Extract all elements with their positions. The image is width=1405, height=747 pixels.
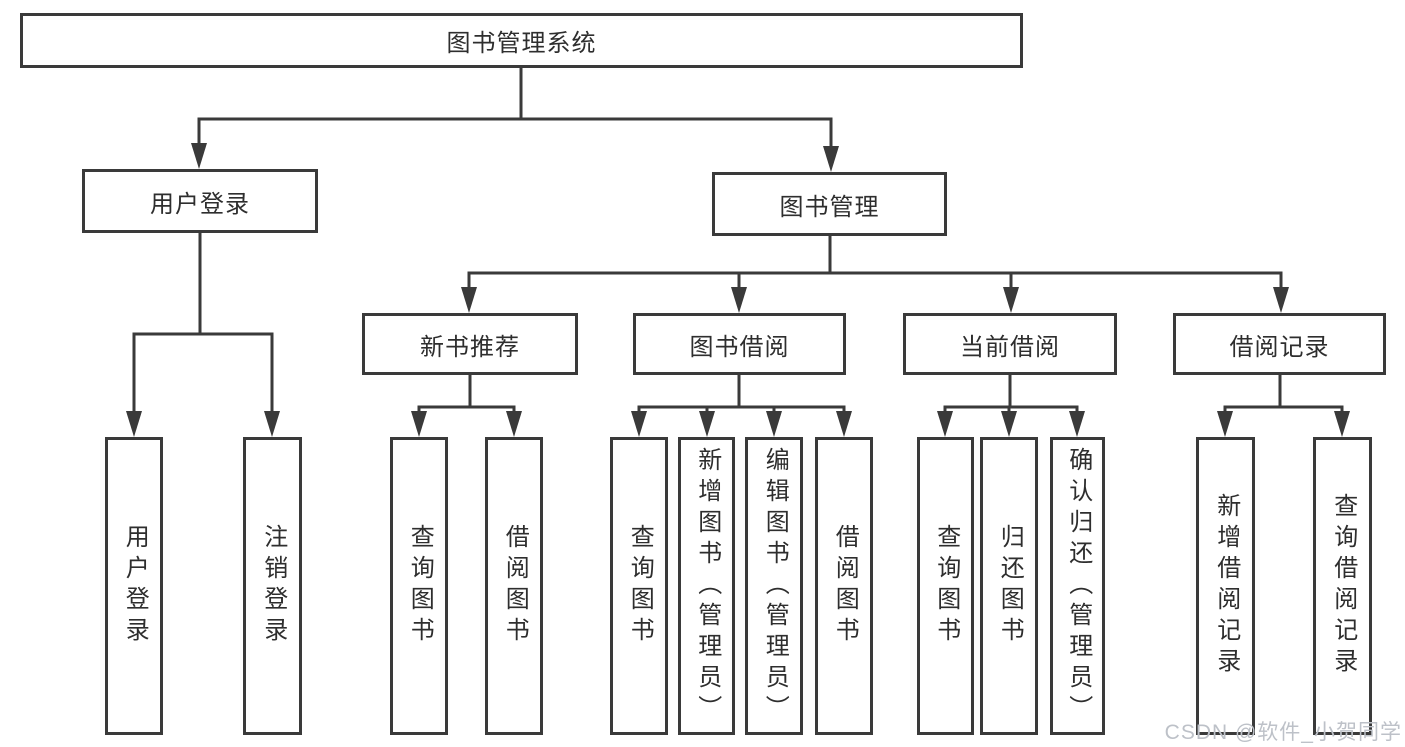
leaf-query-books-borrow: 查询图书 <box>610 437 668 735</box>
leaf-query-books-borrow-label: 查询图书 <box>626 524 654 648</box>
leaf-confirm-return-admin-label: 确认归还（管理员） <box>1064 446 1092 726</box>
leaf-add-book-admin: 新增图书（管理员） <box>678 437 735 735</box>
leaf-query-books-recommend-label: 查询图书 <box>406 524 434 648</box>
leaf-edit-book-admin-label: 编辑图书（管理员） <box>761 446 789 726</box>
node-borrow-records: 借阅记录 <box>1173 313 1386 375</box>
leaf-logout-label: 注销登录 <box>259 524 287 648</box>
node-book-management-label: 图书管理 <box>779 193 880 221</box>
node-new-book-recommend-label: 新书推荐 <box>420 333 520 361</box>
leaf-query-borrow-record: 查询借阅记录 <box>1313 437 1372 735</box>
node-root-label: 图书管理系统 <box>446 30 597 57</box>
leaf-return-books-label: 归还图书 <box>996 524 1024 648</box>
leaf-borrow-books-borrow: 借阅图书 <box>815 437 873 735</box>
node-book-management: 图书管理 <box>712 172 947 236</box>
node-book-borrow: 图书借阅 <box>633 313 846 375</box>
node-user-login: 用户登录 <box>82 169 318 233</box>
leaf-query-books-current-label: 查询图书 <box>932 524 960 648</box>
leaf-borrow-books-recommend: 借阅图书 <box>485 437 543 735</box>
node-current-borrow: 当前借阅 <box>903 313 1117 375</box>
leaf-add-borrow-record-label: 新增借阅记录 <box>1212 493 1240 679</box>
leaf-add-book-admin-label: 新增图书（管理员） <box>693 446 721 726</box>
node-current-borrow-label: 当前借阅 <box>960 333 1060 361</box>
leaf-return-books: 归还图书 <box>980 437 1038 735</box>
leaf-query-books-current: 查询图书 <box>917 437 974 735</box>
node-root: 图书管理系统 <box>20 13 1023 68</box>
node-borrow-records-label: 借阅记录 <box>1229 333 1330 361</box>
leaf-query-books-recommend: 查询图书 <box>390 437 448 735</box>
node-user-login-label: 用户登录 <box>150 190 250 218</box>
leaf-edit-book-admin: 编辑图书（管理员） <box>745 437 803 735</box>
leaf-user-login: 用户登录 <box>105 437 163 735</box>
leaf-add-borrow-record: 新增借阅记录 <box>1196 437 1255 735</box>
leaf-logout: 注销登录 <box>243 437 302 735</box>
leaf-borrow-books-borrow-label: 借阅图书 <box>831 524 859 648</box>
leaf-query-borrow-record-label: 查询借阅记录 <box>1329 493 1357 679</box>
watermark: CSDN @软件_小贺同学 <box>1164 721 1402 744</box>
node-book-borrow-label: 图书借阅 <box>689 333 790 361</box>
leaf-borrow-books-recommend-label: 借阅图书 <box>501 524 529 648</box>
leaf-user-login-label: 用户登录 <box>121 524 149 648</box>
node-new-book-recommend: 新书推荐 <box>362 313 578 375</box>
leaf-confirm-return-admin: 确认归还（管理员） <box>1050 437 1105 735</box>
